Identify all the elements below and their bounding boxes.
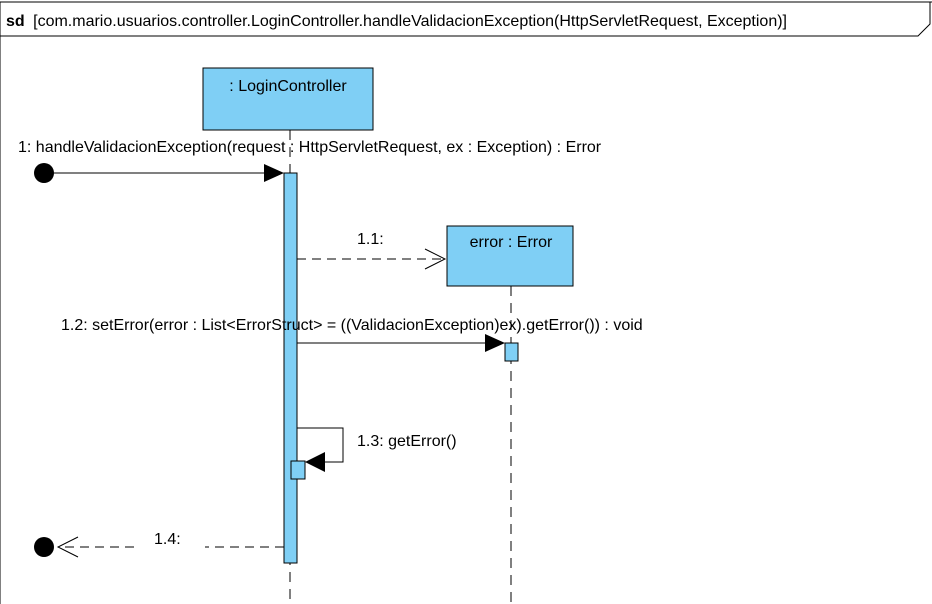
message-1-4: 1.4:	[34, 531, 284, 558]
lifeline-label-login-controller: : LoginController	[229, 78, 347, 95]
svg-text:sd [com.mario.usuarios.c: sd [com.mario.usuarios.controller.LoginC…	[6, 13, 787, 30]
arrowhead-filled	[305, 452, 325, 472]
lifeline-label-error: error : Error	[470, 234, 553, 251]
message-1-3: 1.3: getError()	[297, 427, 457, 472]
frame-keyword: sd	[6, 13, 25, 30]
arrowhead-open	[56, 536, 79, 558]
message-label-1: 1: handleValidacionException(request : H…	[18, 139, 602, 156]
activation-self-call	[290, 460, 306, 480]
message-label-1-1: 1.1:	[357, 231, 384, 248]
activation-error	[504, 342, 519, 362]
arrowhead-open	[424, 248, 447, 270]
message-label-1-2: 1.2: setError(error : List<ErrorStruct> …	[61, 317, 643, 334]
frame-title: [com.mario.usuarios.controller.LoginCont…	[33, 13, 787, 30]
arrowhead-filled	[485, 334, 505, 352]
message-1-2: 1.2: setError(error : List<ErrorStruct> …	[61, 317, 643, 352]
lost-message-dot	[34, 537, 54, 557]
message-1: 1: handleValidacionException(request : H…	[18, 139, 602, 183]
message-1-1: 1.1:	[297, 231, 447, 270]
lifeline-error: error : Error	[446, 225, 574, 604]
lifeline-header-error	[446, 225, 574, 287]
message-label-1-3: 1.3: getError()	[357, 433, 457, 450]
arrowhead-filled	[264, 164, 284, 182]
lifeline-header-login-controller	[202, 67, 374, 131]
activation-login-controller	[283, 172, 298, 564]
message-label-1-4: 1.4:	[154, 531, 181, 548]
